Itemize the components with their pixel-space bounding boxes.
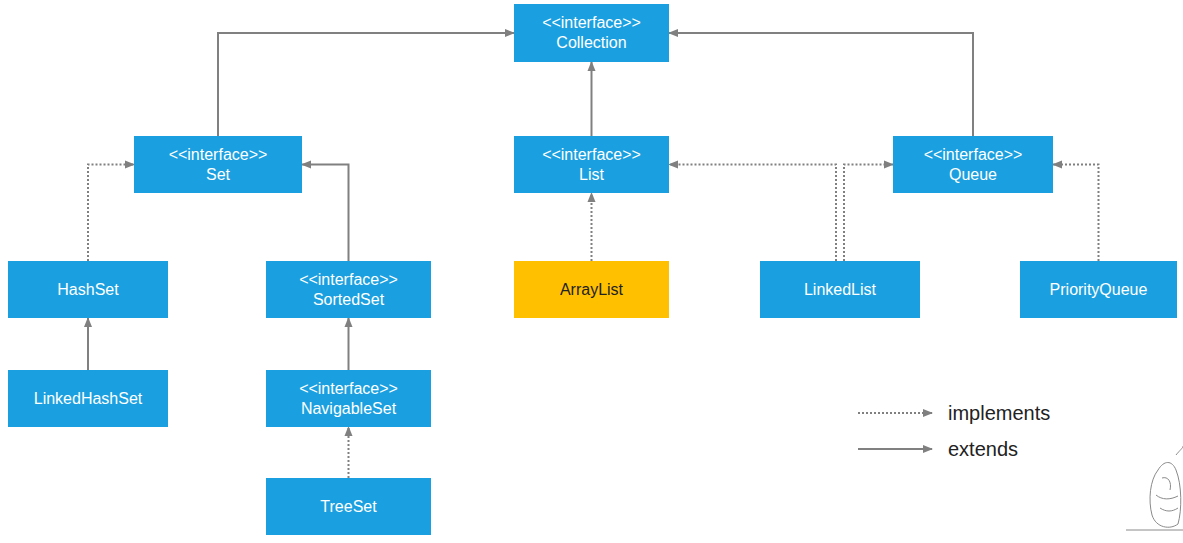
legend-extends-sample <box>858 448 932 450</box>
mascot-sketch <box>1126 446 1183 530</box>
class-box: HashSet <box>8 261 168 318</box>
legend-text: extends <box>948 436 1018 462</box>
type-name: LinkedList <box>804 280 876 300</box>
interface-box: <<interface>>NavigableSet <box>266 370 431 427</box>
type-name: Queue <box>949 165 997 185</box>
implements-arrow <box>669 165 836 262</box>
type-name: List <box>579 165 604 185</box>
extends-arrow <box>669 33 973 136</box>
class-box: LinkedList <box>760 261 920 318</box>
type-name: HashSet <box>57 280 118 300</box>
stereotype-label: <<interface>> <box>542 145 641 165</box>
interface-box: <<interface>>Queue <box>893 136 1053 193</box>
type-name: Collection <box>556 33 626 53</box>
class-box: PriorityQueue <box>1020 261 1177 318</box>
stereotype-label: <<interface>> <box>924 145 1023 165</box>
type-name: TreeSet <box>320 497 376 517</box>
implements-arrow <box>1053 165 1099 262</box>
type-name: NavigableSet <box>301 399 396 419</box>
extends-arrow <box>591 62 593 136</box>
type-name: PriorityQueue <box>1050 280 1148 300</box>
extends-arrow <box>302 165 349 262</box>
class-box-highlighted: ArrayList <box>514 261 669 318</box>
stereotype-label: <<interface>> <box>299 270 398 290</box>
implements-arrow <box>88 165 134 262</box>
interface-box: <<interface>>Set <box>134 136 302 193</box>
legend-implements-sample <box>858 412 932 414</box>
implements-arrow <box>844 165 893 262</box>
extends-arrow <box>218 33 514 136</box>
class-box: TreeSet <box>266 478 431 535</box>
class-box: LinkedHashSet <box>8 370 168 427</box>
stereotype-label: <<interface>> <box>169 145 268 165</box>
implements-arrow <box>348 427 350 478</box>
implements-arrow <box>591 193 593 261</box>
extends-arrow <box>348 318 350 370</box>
stereotype-label: <<interface>> <box>542 13 641 33</box>
interface-box: <<interface>>SortedSet <box>266 261 431 318</box>
interface-box: <<interface>>Collection <box>514 4 669 62</box>
type-name: ArrayList <box>560 280 623 300</box>
type-name: SortedSet <box>313 290 384 310</box>
legend-text: implements <box>948 400 1050 426</box>
extends-arrow <box>87 318 89 370</box>
stereotype-label: <<interface>> <box>299 379 398 399</box>
type-name: LinkedHashSet <box>34 389 143 409</box>
interface-box: <<interface>>List <box>514 136 669 193</box>
type-name: Set <box>206 165 230 185</box>
